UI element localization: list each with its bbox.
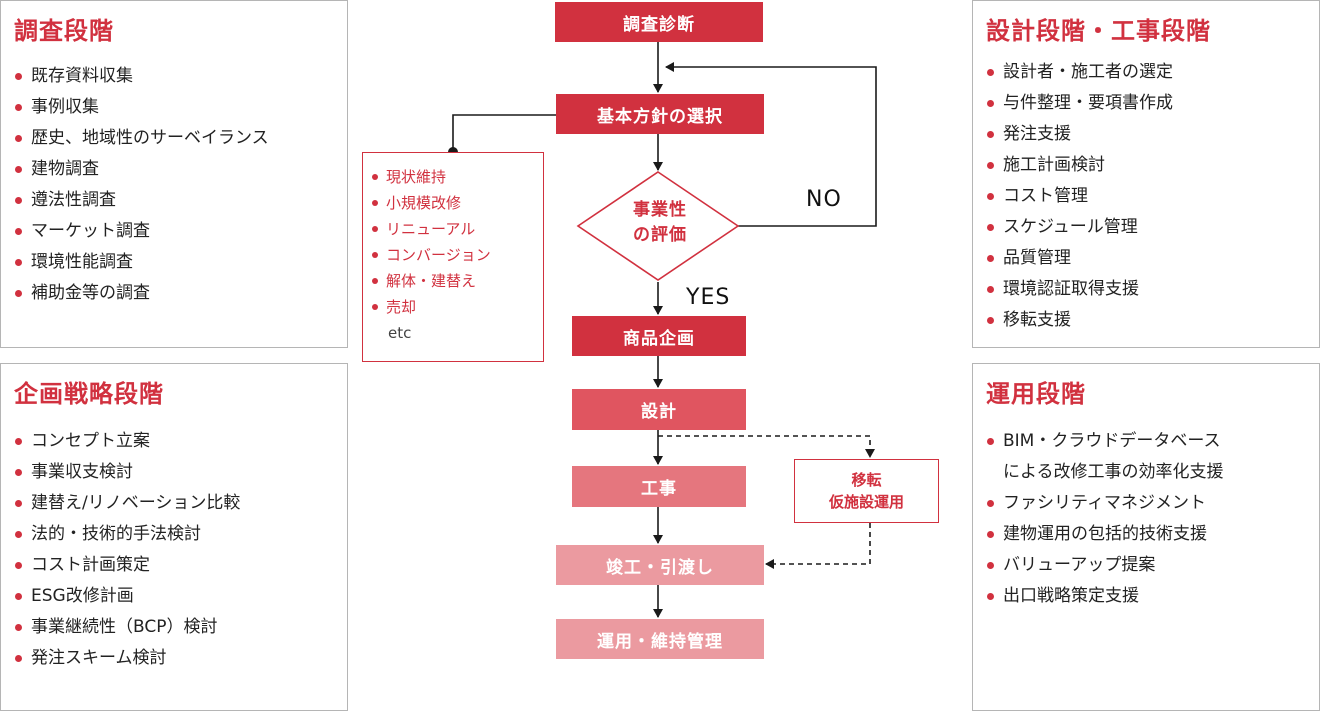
- options-box: 現状維持 小規模改修 リニューアル コンバージョン 解体・建替え 売却 etc: [362, 152, 544, 362]
- list-item: 建物運用の包括的技術支援: [986, 519, 1224, 550]
- arrow-side-s6: [765, 523, 871, 569]
- step-operation-maintenance: 運用・維持管理: [556, 619, 764, 659]
- list-item: 既存資料収集: [14, 61, 269, 92]
- options-list: 現状維持 小規模改修 リニューアル コンバージョン 解体・建替え 売却 etc: [371, 164, 491, 346]
- decision-line-2: の評価: [633, 225, 687, 245]
- list-item: 事業継続性（BCP）検討: [14, 612, 240, 643]
- list-item: コンセプト立案: [14, 426, 240, 457]
- list-item: 事例収集: [14, 92, 269, 123]
- list-item: 移転支援: [986, 305, 1173, 336]
- list-item: 建替え/リノベーション比較: [14, 488, 240, 519]
- option-item: リニューアル: [371, 216, 491, 242]
- step-design: 設計: [572, 389, 746, 430]
- yes-label: YES: [686, 285, 731, 310]
- option-item: 解体・建替え: [371, 268, 491, 294]
- panel-title: 調査段階: [14, 17, 114, 45]
- list-item: 出口戦略策定支援: [986, 581, 1224, 612]
- list-item: マーケット調査: [14, 216, 269, 247]
- option-item: 小規模改修: [371, 190, 491, 216]
- decision-label: 事業性 の評価: [600, 198, 720, 248]
- option-etc: etc: [388, 324, 412, 342]
- list-item: 設計者・施工者の選定: [986, 57, 1173, 88]
- panel-planning: 企画戦略段階 コンセプト立案 事業収支検討 建替え/リノベーション比較 法的・技…: [0, 363, 348, 711]
- panel-list: 既存資料収集 事例収集 歴史、地域性のサーベイランス 建物調査 遵法性調査 マー…: [14, 61, 269, 309]
- list-item: 品質管理: [986, 243, 1173, 274]
- list-item: 法的・技術的手法検討: [14, 519, 240, 550]
- list-item-continuation: による改修工事の効率化支援: [1003, 462, 1224, 482]
- panel-survey: 調査段階 既存資料収集 事例収集 歴史、地域性のサーベイランス 建物調査 遵法性…: [0, 0, 348, 348]
- panel-list: 設計者・施工者の選定 与件整理・要項書作成 発注支援 施工計画検討 コスト管理 …: [986, 57, 1173, 336]
- list-item: BIM・クラウドデータベース: [986, 426, 1224, 457]
- decision-line-1: 事業性: [633, 200, 687, 220]
- list-item: コスト管理: [986, 181, 1173, 212]
- option-item: 売却: [371, 294, 491, 320]
- arrow-s4-side: [658, 435, 875, 458]
- list-item: 環境性能調査: [14, 247, 269, 278]
- list-item: 与件整理・要項書作成: [986, 88, 1173, 119]
- panel-design-construction: 設計段階・工事段階 設計者・施工者の選定 与件整理・要項書作成 発注支援 施工計…: [972, 0, 1320, 348]
- side-relocation-box: 移転 仮施設運用: [794, 459, 939, 523]
- list-item: 環境認証取得支援: [986, 274, 1173, 305]
- step-product-planning: 商品企画: [572, 316, 746, 356]
- list-item: スケジュール管理: [986, 212, 1173, 243]
- no-label: NO: [806, 187, 842, 212]
- step-construction: 工事: [572, 466, 746, 507]
- panel-operation: 運用段階 BIM・クラウドデータベース による改修工事の効率化支援 ファシリティ…: [972, 363, 1320, 711]
- panel-title: 設計段階・工事段階: [986, 17, 1211, 45]
- side-line-1: 移転: [851, 471, 882, 489]
- list-item: 発注支援: [986, 119, 1173, 150]
- step-completion-handover: 竣工・引渡し: [556, 545, 764, 585]
- list-item: ESG改修計画: [14, 581, 240, 612]
- decision-diamond: [576, 171, 740, 281]
- list-item: 事業収支検討: [14, 457, 240, 488]
- panel-list: コンセプト立案 事業収支検討 建替え/リノベーション比較 法的・技術的手法検討 …: [14, 426, 240, 674]
- option-item: 現状維持: [371, 164, 491, 190]
- panel-list: BIM・クラウドデータベース による改修工事の効率化支援 ファシリティマネジメン…: [986, 426, 1224, 612]
- line-s2-options: [452, 114, 556, 152]
- list-item: 発注スキーム検討: [14, 643, 240, 674]
- list-item: コスト計画策定: [14, 550, 240, 581]
- arrow-no-loop: [665, 62, 877, 227]
- list-item: 遵法性調査: [14, 185, 269, 216]
- list-item: ファシリティマネジメント: [986, 488, 1224, 519]
- list-item: 建物調査: [14, 154, 269, 185]
- list-item: バリューアップ提案: [986, 550, 1224, 581]
- step-survey-diagnosis: 調査診断: [555, 2, 763, 42]
- list-item: 施工計画検討: [986, 150, 1173, 181]
- option-item: コンバージョン: [371, 242, 491, 268]
- list-item: 補助金等の調査: [14, 278, 269, 309]
- step-basic-policy: 基本方針の選択: [556, 94, 764, 134]
- side-line-2: 仮施設運用: [828, 493, 904, 511]
- list-item: 歴史、地域性のサーベイランス: [14, 123, 269, 154]
- panel-title: 運用段階: [986, 380, 1086, 408]
- panel-title: 企画戦略段階: [14, 380, 164, 408]
